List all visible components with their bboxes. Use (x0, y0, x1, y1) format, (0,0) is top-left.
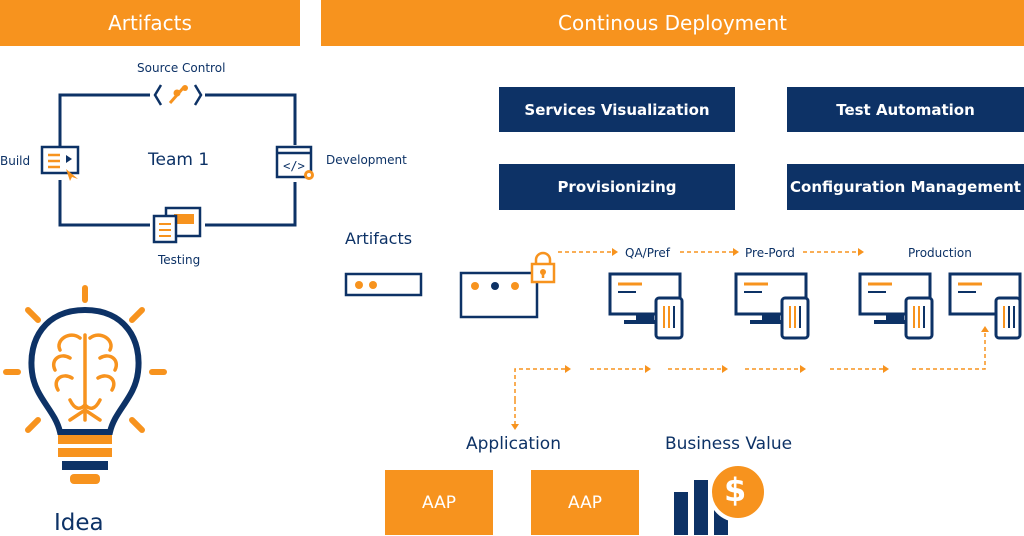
stage-label-pre-prod: Pre-Pord (745, 246, 795, 260)
dollar-sign: $ (724, 471, 747, 509)
lock-icon (530, 251, 556, 284)
tool-box-test-automation: Test Automation (787, 87, 1024, 132)
stage-label-production: Production (908, 246, 972, 260)
source-control-icon (153, 84, 203, 106)
tool-label: Services Visualization (524, 100, 710, 119)
svg-text:</>: </> (283, 159, 305, 173)
application-box-label: AAP (422, 492, 456, 513)
build-label: Build (0, 154, 31, 168)
application-box-2: AAP (531, 470, 639, 535)
tool-label: Test Automation (836, 100, 975, 119)
business-value-chart-icon (674, 462, 768, 535)
testing-label: Testing (158, 253, 201, 267)
production-devices-icon (858, 272, 934, 340)
qa-devices-icon (608, 272, 684, 340)
idea-label: Idea (54, 510, 104, 536)
artifacts-banner-title: Artifacts (108, 11, 192, 35)
development-icon: </> (275, 145, 314, 180)
continuous-deployment-banner-title: Continous Deployment (558, 11, 787, 35)
tool-label: Configuration Management (790, 178, 1021, 196)
application-box-label: AAP (568, 492, 602, 513)
stage-label-qa: QA/Pref (625, 246, 670, 260)
production-devices-icon-2 (948, 272, 1022, 340)
lightbulb-brain-icon (3, 285, 167, 484)
tool-box-services-visualization: Services Visualization (499, 87, 735, 132)
artifact-package-icon (344, 272, 423, 297)
application-label: Application (466, 434, 561, 454)
development-label: Development (326, 153, 407, 167)
tool-box-provisionizing: Provisionizing (499, 164, 735, 210)
testing-icon (152, 206, 202, 244)
pipeline-artifacts-label: Artifacts (345, 229, 413, 248)
pre-prod-devices-icon (734, 272, 810, 340)
artifacts-banner: Artifacts (0, 0, 300, 46)
application-box-1: AAP (385, 470, 493, 535)
source-control-label: Source Control (137, 61, 226, 75)
secured-artifact-icon (459, 271, 539, 319)
team-label: Team 1 (148, 150, 210, 170)
tool-box-configuration-management: Configuration Management (787, 164, 1024, 210)
continuous-deployment-banner: Continous Deployment (321, 0, 1024, 46)
tool-label: Provisionizing (557, 178, 677, 196)
business-value-label: Business Value (665, 434, 793, 454)
build-icon (40, 145, 80, 181)
